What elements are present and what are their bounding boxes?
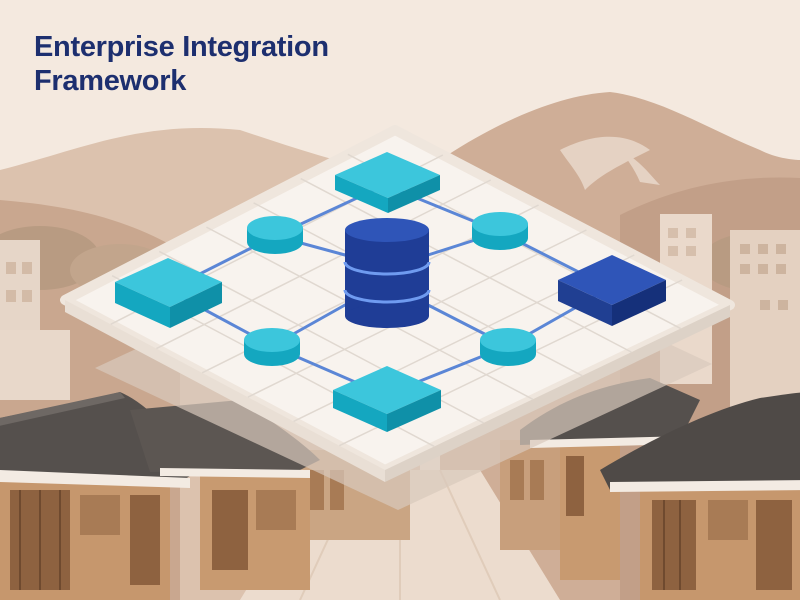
disc-node-upper-left[interactable] bbox=[247, 216, 303, 254]
cube-node-top[interactable] bbox=[335, 152, 440, 213]
cube-node-right[interactable] bbox=[558, 255, 666, 326]
cube-node-bottom[interactable] bbox=[333, 366, 441, 432]
disc-node-upper-right[interactable] bbox=[472, 212, 528, 250]
page-title: Enterprise Integration Framework bbox=[34, 30, 329, 98]
cube-node-left[interactable] bbox=[115, 258, 222, 328]
hanok-house-left-2 bbox=[130, 400, 320, 590]
disc-node-lower-left[interactable] bbox=[244, 328, 300, 366]
grid-line bbox=[300, 177, 632, 353]
database-node-center[interactable] bbox=[343, 218, 431, 328]
title-line-2: Framework bbox=[34, 65, 187, 97]
disc-node-lower-right[interactable] bbox=[480, 328, 536, 366]
grid-line bbox=[156, 179, 492, 350]
title-line-1: Enterprise Integration bbox=[34, 31, 329, 63]
hanok-house-right-2 bbox=[600, 392, 800, 600]
